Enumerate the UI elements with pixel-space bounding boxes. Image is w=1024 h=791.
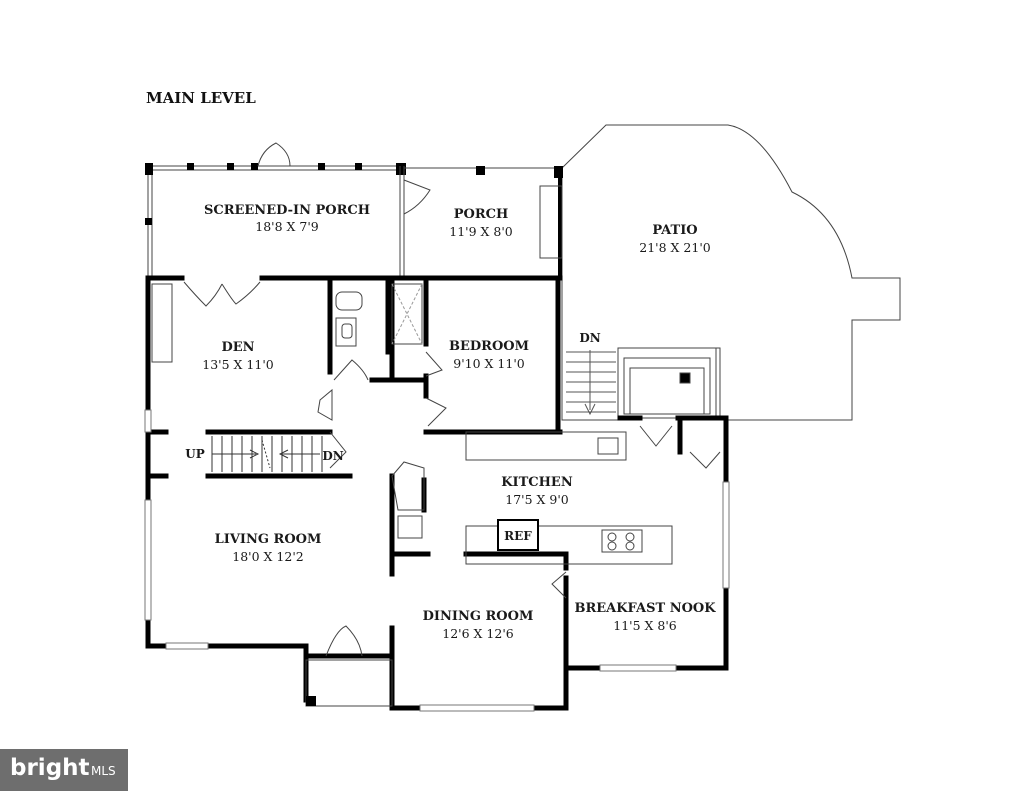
door-swing-stair xyxy=(329,431,347,469)
entry-step xyxy=(305,659,393,707)
room-name: PATIO xyxy=(652,223,697,238)
porch-door-swing xyxy=(257,142,291,167)
room-label-dining-room: DINING ROOM 12'6 X 12'6 xyxy=(423,609,534,641)
room-label-porch: PORCH 11'9 X 8'0 xyxy=(449,207,513,239)
porch-walls xyxy=(404,166,563,276)
room-name: DEN xyxy=(221,340,254,355)
room-name: PORCH xyxy=(454,207,509,222)
pantry xyxy=(391,461,425,539)
screened-porch-walls xyxy=(145,163,406,278)
door-swing-hall xyxy=(317,388,333,421)
room-size: 17'5 X 9'0 xyxy=(505,492,569,507)
room-size: 13'5 X 11'0 xyxy=(202,357,273,372)
room-size: 18'0 X 12'2 xyxy=(232,549,303,564)
nook-door-swing xyxy=(551,571,567,599)
room-name: DINING ROOM xyxy=(423,609,534,624)
room-label-screened-porch: SCREENED-IN PORCH 18'8 X 7'9 xyxy=(204,203,370,234)
stair-up-label: UP xyxy=(185,447,205,461)
room-name: LIVING ROOM xyxy=(215,532,322,547)
room-label-patio: PATIO 21'8 X 21'0 xyxy=(639,223,710,255)
entry-door-swing xyxy=(325,625,363,657)
room-size: 21'8 X 21'0 xyxy=(639,240,710,255)
room-label-breakfast-nook: BREAKFAST NOOK 11'5 X 8'6 xyxy=(574,601,716,633)
room-label-living-room: LIVING ROOM 18'0 X 12'2 xyxy=(215,532,322,564)
room-label-bedroom: BEDROOM 9'10 X 11'0 xyxy=(449,339,529,371)
room-size: 18'8 X 7'9 xyxy=(255,219,319,234)
brightmls-watermark: bright MLS xyxy=(0,749,128,791)
watermark-suffix: MLS xyxy=(91,764,116,778)
room-name: BEDROOM xyxy=(449,339,529,354)
door-swing-bedroom xyxy=(425,351,443,377)
watermark-brand: bright xyxy=(10,755,90,781)
bathroom-fixtures xyxy=(335,283,423,347)
den-closet xyxy=(151,283,173,363)
porch-door-swing-2 xyxy=(403,179,431,215)
room-size: 9'10 X 11'0 xyxy=(453,356,524,371)
patio-outline xyxy=(561,124,901,421)
deck-steps xyxy=(617,347,717,419)
patio-stairs xyxy=(566,350,616,416)
door-swing-bedroom2 xyxy=(425,397,447,427)
room-name: SCREENED-IN PORCH xyxy=(204,203,370,218)
plan-title: MAIN LEVEL xyxy=(146,89,256,107)
door-swing-bath xyxy=(333,359,369,381)
room-size: 11'5 X 8'6 xyxy=(613,618,677,633)
room-size: 12'6 X 12'6 xyxy=(442,626,513,641)
room-size: 11'9 X 8'0 xyxy=(449,224,513,239)
room-label-kitchen: KITCHEN 17'5 X 9'0 xyxy=(501,475,573,507)
stair-down-label: DN xyxy=(322,449,343,463)
room-name: BREAKFAST NOOK xyxy=(574,601,716,616)
interior-stairs xyxy=(211,436,323,472)
refrigerator-label: REF xyxy=(504,529,532,543)
room-label-den: DEN 13'5 X 11'0 xyxy=(202,340,273,372)
deck-down-label: DN xyxy=(579,331,600,345)
den-door-swing xyxy=(183,281,261,307)
room-name: KITCHEN xyxy=(501,475,573,490)
windows xyxy=(144,409,730,712)
kitchen-counters xyxy=(465,425,721,565)
